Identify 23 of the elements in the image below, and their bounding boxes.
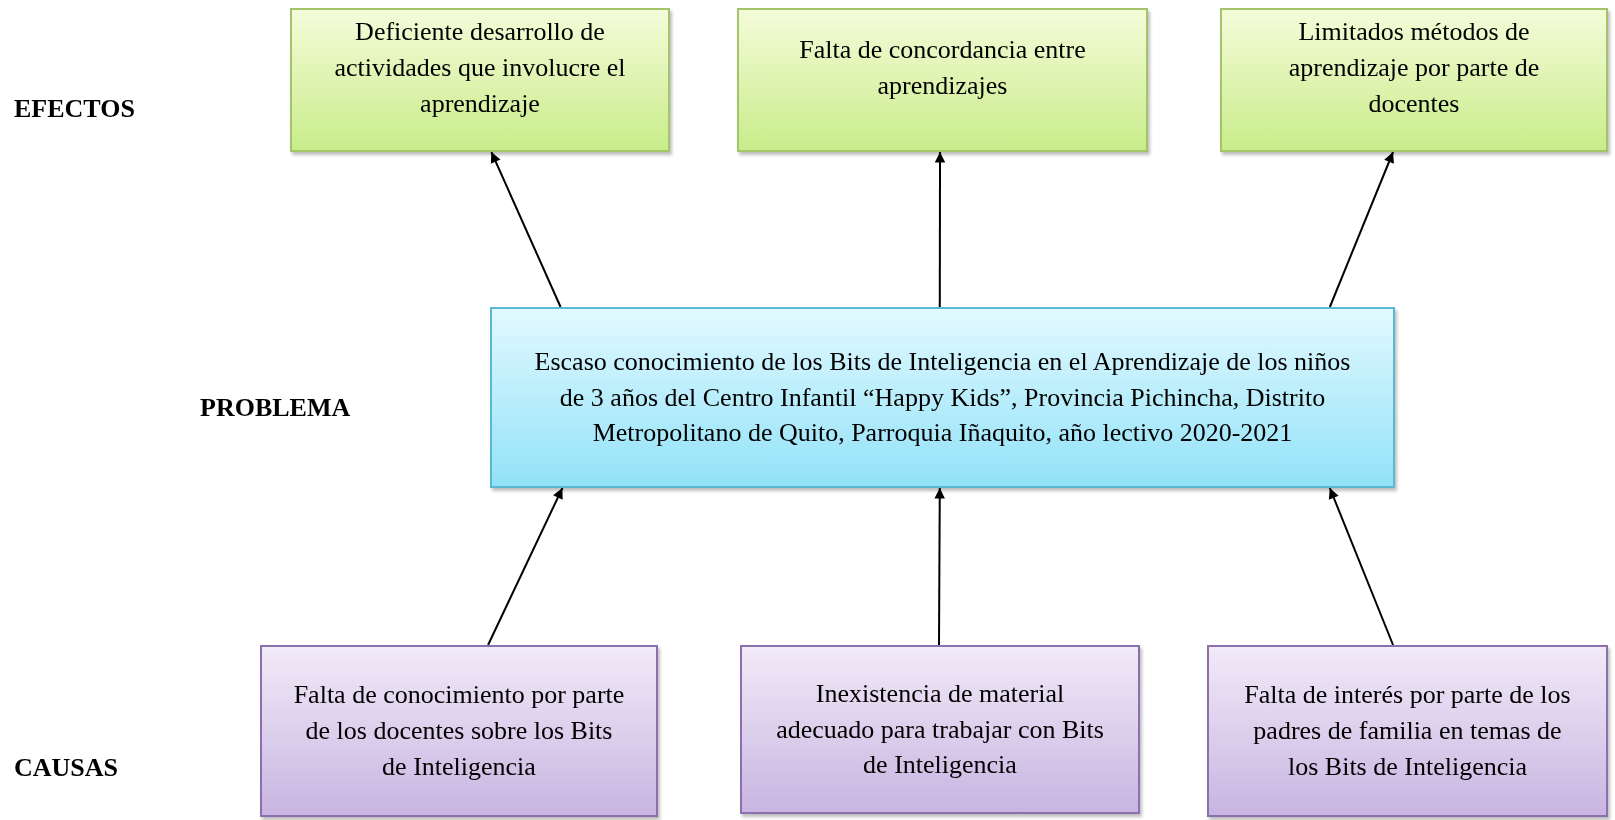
- arrow: [487, 487, 564, 646]
- arrow: [934, 151, 946, 308]
- box-text: Falta de conocimiento por parte de los docentes sobre los Bits de Inteligencia: [292, 679, 626, 783]
- effect-box: [737, 8, 1148, 152]
- box-text: Deficiente desarrollo de actividades que involucre el aprendizaje: [333, 16, 627, 120]
- cause-box: [1207, 645, 1608, 817]
- arrow: [1328, 487, 1395, 646]
- arrow: [1328, 151, 1395, 308]
- cause-box: [260, 645, 658, 817]
- row-label: CAUSAS: [14, 753, 119, 783]
- arrow: [934, 487, 945, 646]
- effect-box: [290, 8, 670, 152]
- box-text: Falta de concordancia entre aprendizajes: [798, 34, 1087, 102]
- cause-box: [740, 645, 1140, 814]
- box-text: Escaso conocimiento de los Bits de Inteligencia en el Aprendizaje de los niños de 3 años del Centro Infantil “Happy Kids”, Provincia Pichincha, Distrito Metropolitano de Quito, Parroquia Iñaquito, año lectivo 2020-2021: [533, 345, 1352, 450]
- row-label: PROBLEMA: [200, 393, 351, 423]
- box-text: Falta de interés por parte de los padres de familia en temas de los Bits de Inteligencia: [1243, 679, 1572, 783]
- box-text: Inexistencia de material adecuado para trabajar con Bits de Inteligencia: [775, 677, 1105, 782]
- box-text: Limitados métodos de aprendizaje por parte de docentes: [1287, 16, 1541, 120]
- row-label: EFECTOS: [14, 94, 135, 124]
- problem-box: [490, 307, 1395, 488]
- arrow: [490, 151, 562, 308]
- effect-box: [1220, 8, 1608, 152]
